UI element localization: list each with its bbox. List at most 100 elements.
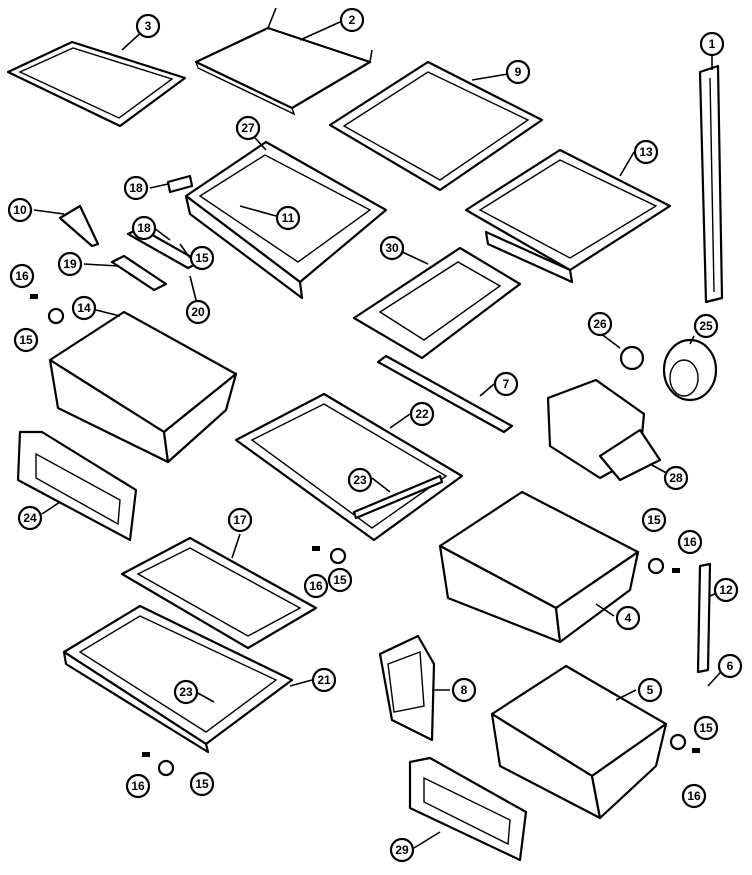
- callout-label: 2: [349, 13, 356, 27]
- part-14-crisper: [48, 310, 238, 464]
- part-9-shelf: [328, 60, 544, 192]
- callout-15b: 15: [13, 327, 39, 353]
- callout-17: 17: [227, 507, 253, 533]
- callout-label: 16: [309, 579, 323, 593]
- callout-19: 19: [57, 251, 83, 277]
- callout-5: 5: [637, 677, 663, 703]
- callout-label: 15: [195, 251, 209, 265]
- callout-label: 5: [647, 683, 654, 697]
- callout-label: 21: [317, 673, 331, 687]
- callout-29: 29: [389, 837, 415, 863]
- callout-label: 4: [625, 611, 632, 625]
- callout-label: 28: [669, 471, 683, 485]
- rollers-and-screws: [30, 294, 700, 777]
- part-5-crisper: [490, 664, 668, 820]
- callout-label: 16: [131, 779, 145, 793]
- callout-label: 8: [461, 683, 468, 697]
- part-1-rail: [698, 64, 724, 304]
- part-2-cantilever-shelf: [194, 7, 373, 116]
- callout-label: 16: [15, 269, 29, 283]
- part-13-drawer-frame: [464, 148, 672, 284]
- callout-26: 26: [587, 311, 613, 337]
- callout-label: 9: [515, 65, 522, 79]
- callout-label: 27: [241, 121, 255, 135]
- part-22-pan-cover: [234, 392, 464, 542]
- callout-30: 30: [379, 235, 405, 261]
- callout-13: 13: [633, 139, 659, 165]
- callout-1: 1: [699, 31, 725, 57]
- callout-25: 25: [693, 313, 719, 339]
- callout-label: 30: [385, 241, 399, 255]
- callout-16e: 16: [125, 773, 151, 799]
- callout-12: 12: [713, 577, 739, 603]
- part-4-crisper: [438, 490, 640, 644]
- part-21-pan-cover: [62, 604, 294, 754]
- callout-label: 22: [415, 407, 429, 421]
- callout-16b: 16: [303, 573, 329, 599]
- callout-label: 3: [145, 19, 152, 33]
- callout-15c: 15: [327, 567, 353, 593]
- callout-8: 8: [451, 677, 477, 703]
- callout-label: 1: [709, 37, 716, 51]
- callout-22: 22: [409, 401, 435, 427]
- callout-24: 24: [17, 505, 43, 531]
- callout-label: 20: [191, 305, 205, 319]
- callout-label: 18: [129, 181, 143, 195]
- part-25-light-socket: [619, 338, 718, 402]
- callout-23a: 23: [347, 467, 373, 493]
- callout-label: 18: [137, 221, 151, 235]
- part-30-deli-drawer: [352, 246, 522, 360]
- callout-7: 7: [493, 371, 519, 397]
- part-29-crisper-front: [408, 756, 528, 862]
- callout-label: 24: [23, 511, 37, 525]
- callout-label: 7: [503, 377, 510, 391]
- callout-6: 6: [717, 653, 743, 679]
- callout-16a: 16: [9, 263, 35, 289]
- callout-15d: 15: [641, 507, 667, 533]
- callout-label: 16: [683, 535, 697, 549]
- callout-2: 2: [339, 7, 365, 33]
- callout-10: 10: [7, 197, 33, 223]
- part-3-shelf-frame: [6, 40, 187, 128]
- callout-label: 29: [395, 843, 409, 857]
- callout-15f: 15: [189, 771, 215, 797]
- callout-label: 6: [727, 659, 734, 673]
- callout-18a: 18: [123, 175, 149, 201]
- callout-15e: 15: [693, 715, 719, 741]
- part-7-bar: [376, 354, 514, 434]
- callout-21: 21: [311, 667, 337, 693]
- callout-label: 15: [333, 573, 347, 587]
- callout-label: 23: [179, 685, 193, 699]
- callout-label: 25: [699, 319, 713, 333]
- part-28-light-cover: [546, 378, 662, 482]
- callout-3: 3: [135, 13, 161, 39]
- callout-label: 10: [13, 203, 27, 217]
- callout-label: 19: [63, 257, 77, 271]
- part-12-rail: [696, 562, 712, 674]
- callout-label: 15: [195, 777, 209, 791]
- part-24-crisper-front: [16, 430, 138, 542]
- callout-9: 9: [505, 59, 531, 85]
- callout-28: 28: [663, 465, 689, 491]
- callout-14: 14: [71, 295, 97, 321]
- callout-23b: 23: [173, 679, 199, 705]
- part-8-bracket: [378, 634, 436, 742]
- callout-label: 12: [719, 583, 733, 597]
- callout-16d: 16: [681, 783, 707, 809]
- callout-20: 20: [185, 299, 211, 325]
- callout-label: 16: [687, 789, 701, 803]
- callout-label: 11: [282, 211, 295, 225]
- callout-16c: 16: [677, 529, 703, 555]
- callout-11: 11: [275, 205, 301, 231]
- callout-label: 17: [233, 513, 247, 527]
- callout-label: 15: [647, 513, 661, 527]
- callout-4: 4: [615, 605, 641, 631]
- callout-label: 15: [19, 333, 33, 347]
- callout-18b: 18: [131, 215, 157, 241]
- callout-label: 15: [699, 721, 713, 735]
- callout-label: 26: [593, 317, 607, 331]
- callout-label: 14: [77, 301, 91, 315]
- callout-27: 27: [235, 115, 261, 141]
- callout-label: 23: [353, 473, 367, 487]
